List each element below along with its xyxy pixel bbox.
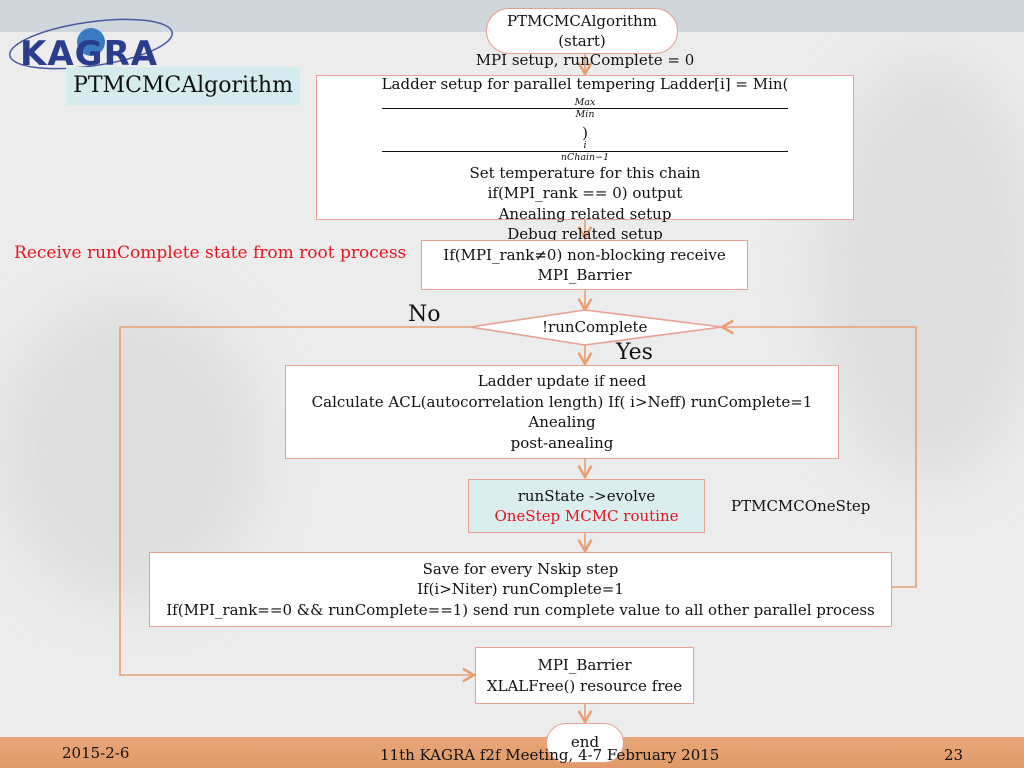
save-box: Save for every Nskip step If(i>Niter) ru… [149,552,892,627]
receive-box: If(MPI_rank≠0) non-blocking receive MPI_… [421,240,748,290]
setup-line-anealing: Anealing related setup [498,204,672,223]
ladder-exponent-denominator: nChain−1 [560,151,610,163]
receive-line-nonblocking: If(MPI_rank≠0) non-blocking receive [443,245,726,264]
onestep-box: runState ->evolve OneStep MCMC routine [468,479,705,533]
setup-line-mpi: MPI setup, runComplete = 0 [475,51,695,70]
finalize-line-barrier: MPI_Barrier [537,656,632,674]
ladder-formula-prefix: Ladder setup for parallel tempering Ladd… [381,74,789,93]
ladder-exponent-numerator: i [381,140,789,152]
ladder-update-line-acl: Calculate ACL(autocorrelation length) If… [311,392,813,411]
onestep-note: PTMCMCOneStep [731,497,871,515]
setup-line-ladder: Ladder setup for parallel tempering Ladd… [381,74,789,163]
setup-box: MPI setup, runComplete = 0 Ladder setup … [316,51,854,243]
save-line-send: If(MPI_rank==0 && runComplete==1) send r… [166,600,875,619]
start-node: PTMCMCAlgorithm (start) [486,8,678,54]
setup-line-debug: Debug related setup [507,225,663,244]
setup-line-temperature: Set temperature for this chain [469,163,701,182]
receive-note: Receive runComplete state from root proc… [14,243,407,263]
start-node-subtitle: (start) [558,32,606,50]
onestep-line-evolve: runState ->evolve [517,486,656,505]
logo-orbit-icon [8,18,174,70]
footer-date: 2015-2-6 [62,744,130,762]
finalize-box: MPI_Barrier XLALFree() resource free [475,647,694,704]
no-branch-arrow [119,326,477,683]
ladder-update-box: Ladder update if need Calculate ACL(auto… [285,365,839,459]
ladder-update-line-1: Ladder update if need [477,372,647,390]
onestep-line-routine: OneStep MCMC routine [494,507,679,525]
setup-line-output: if(MPI_rank == 0) output [487,184,683,203]
slide-title: PTMCMCAlgorithm [66,67,300,105]
background-texture [820,60,1024,480]
start-node-title: PTMCMCAlgorithm [507,11,657,30]
save-line-nskip: Save for every Nskip step [422,559,619,578]
loop-back-arrow [719,319,917,588]
ladder-update-line-post: post-anealing [510,433,614,452]
ladder-update-line-anealing: Anealing [528,413,596,431]
background-texture [0,300,260,600]
yes-label: Yes [616,340,653,365]
footer-page-number: 23 [944,746,964,764]
footer-meeting: 11th KAGRA f2f Meeting, 4-7 February 201… [380,746,720,764]
end-node: end [546,723,624,763]
ladder-fraction-numerator: Max [381,97,789,109]
decision-diamond [469,309,723,346]
save-line-niter: If(i>Niter) runComplete=1 [417,580,624,599]
no-label: No [408,302,441,327]
decision-label: !runComplete [542,318,648,336]
end-node-label: end [570,733,600,751]
receive-line-barrier: MPI_Barrier [537,266,632,284]
footer-bar [0,737,1024,768]
finalize-line-free: XLALFree() resource free [486,676,683,695]
ladder-fraction-denominator: Min [575,108,595,120]
